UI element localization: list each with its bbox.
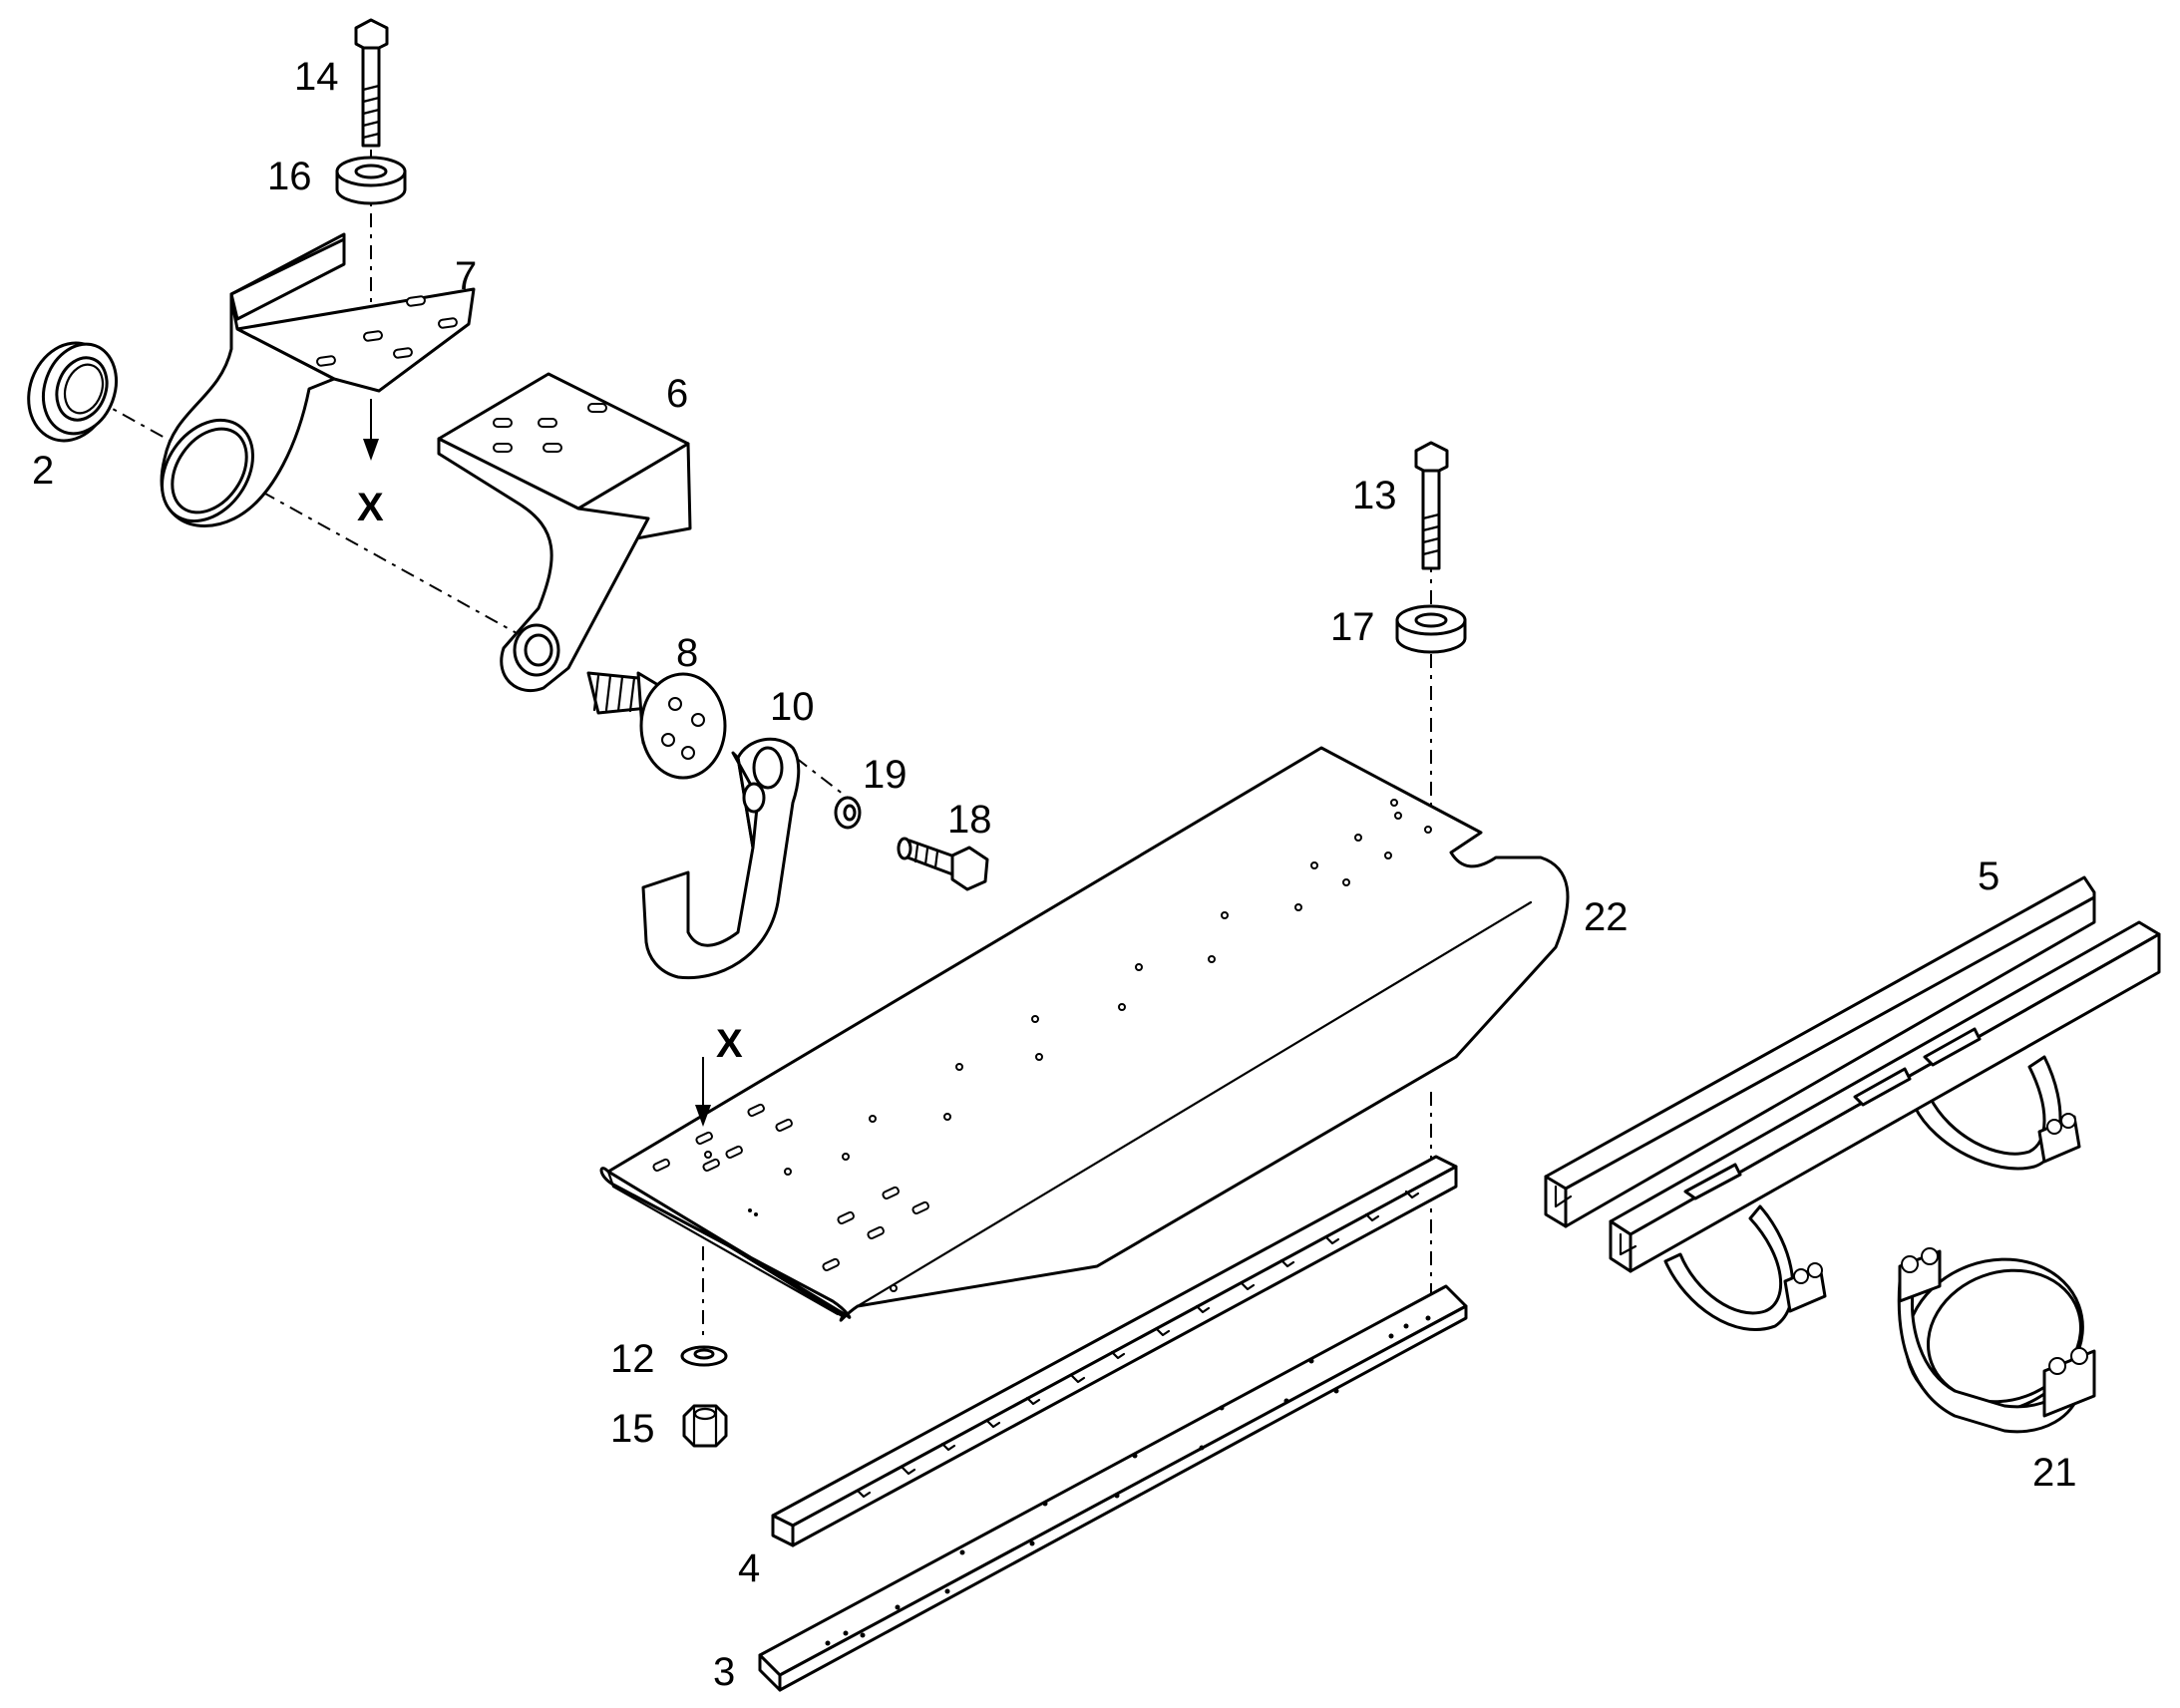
bushing-16 xyxy=(335,156,407,205)
bushing-17 xyxy=(1395,604,1467,654)
direction-arrow-x-top xyxy=(363,399,379,461)
pipe-clamp-21 xyxy=(1897,1247,2096,1434)
callout-8: 8 xyxy=(676,631,698,675)
marker-x-plate: X xyxy=(716,1022,743,1066)
callout-19: 19 xyxy=(863,753,908,797)
mounting-plate-22 xyxy=(599,746,1570,1322)
callout-labels: 14 16 7 6 2 X 8 10 19 18 13 17 22 5 X 12… xyxy=(32,55,2077,1694)
marker-x-top: X xyxy=(357,486,384,529)
callout-2: 2 xyxy=(32,449,54,493)
notched-strip-4 xyxy=(771,1155,1458,1547)
callout-6: 6 xyxy=(666,372,688,416)
seal-ring-2 xyxy=(27,341,118,443)
rail-assembly-5 xyxy=(1544,875,2161,1332)
bar-holes xyxy=(825,1315,1431,1646)
callout-3: 3 xyxy=(713,1650,735,1694)
callout-21: 21 xyxy=(2032,1451,2077,1495)
flat-bar-3 xyxy=(758,1284,1468,1692)
callout-13: 13 xyxy=(1352,474,1397,517)
callout-5: 5 xyxy=(1978,854,1999,898)
plate-holes xyxy=(652,799,1432,1292)
callout-15: 15 xyxy=(610,1407,655,1451)
callout-18: 18 xyxy=(947,798,992,842)
callout-7: 7 xyxy=(455,254,477,298)
bracket-7 xyxy=(160,232,476,527)
down-arrow-icon xyxy=(695,1105,711,1127)
callout-17: 17 xyxy=(1330,605,1375,649)
callout-22: 22 xyxy=(1584,895,1629,939)
washer-12 xyxy=(680,1345,728,1367)
callout-4: 4 xyxy=(738,1546,760,1590)
bracket-6 xyxy=(437,372,692,693)
bolt-13 xyxy=(1414,441,1449,570)
callout-14: 14 xyxy=(294,55,339,99)
callout-12: 12 xyxy=(610,1337,655,1381)
nut-15 xyxy=(682,1404,728,1448)
bolt-18 xyxy=(897,837,989,891)
pivot-pin-8 xyxy=(586,671,727,780)
bolt-14 xyxy=(354,18,389,148)
strip-notches xyxy=(856,1190,1420,1499)
washer-19 xyxy=(834,796,862,830)
callout-16: 16 xyxy=(267,155,312,198)
down-arrow-icon xyxy=(363,439,379,461)
direction-arrow-x-plate xyxy=(695,1057,711,1127)
callout-10: 10 xyxy=(770,685,815,729)
hook-lever-10 xyxy=(641,737,801,980)
